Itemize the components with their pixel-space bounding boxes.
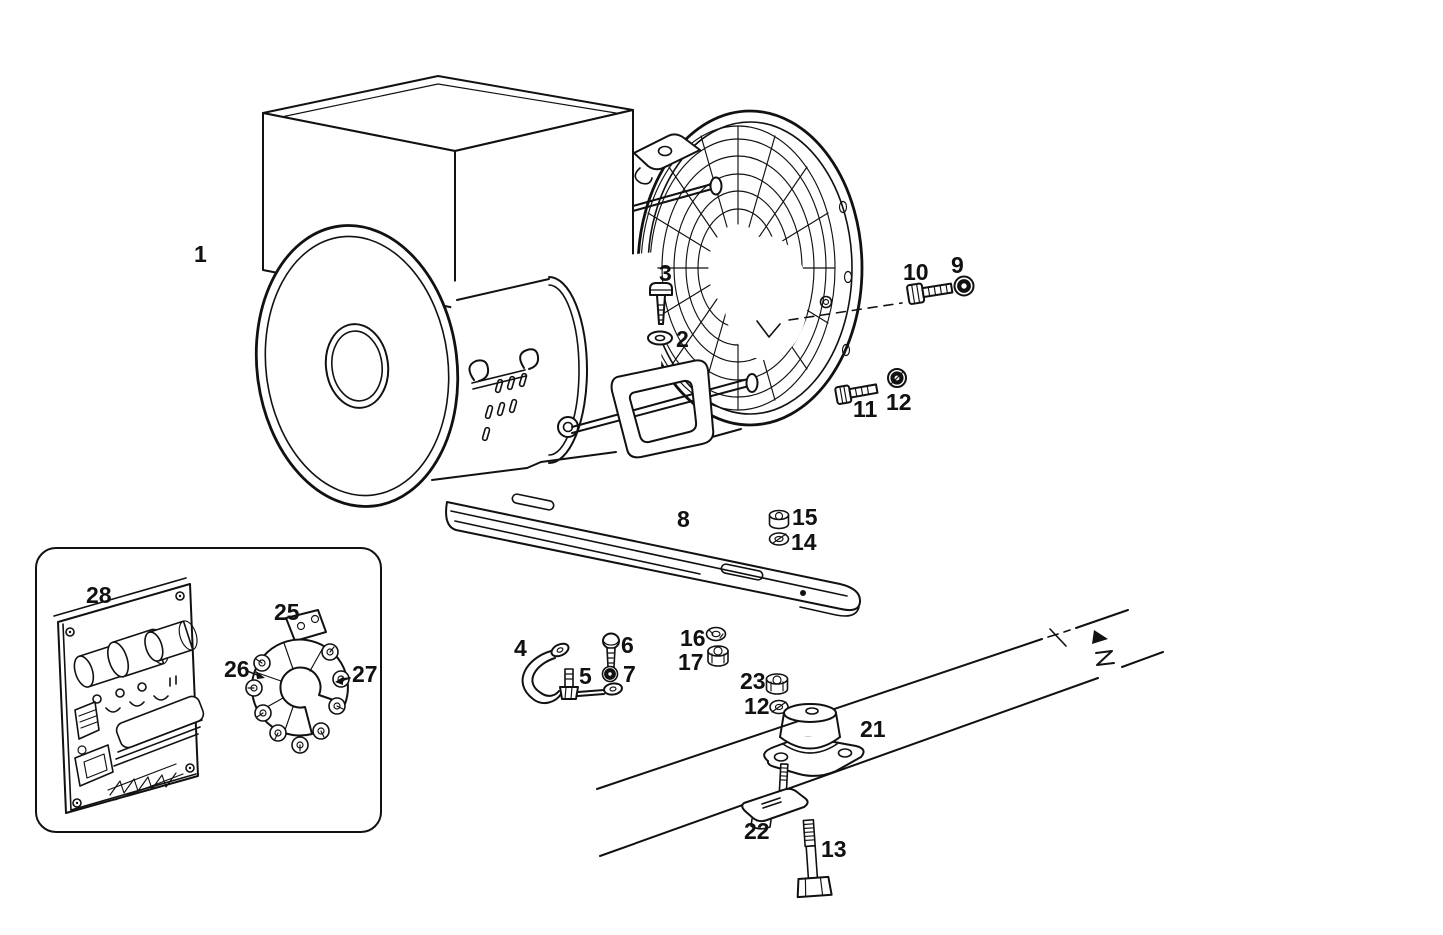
- part-label-22: 22: [744, 818, 770, 844]
- stator-strap-clips: [468, 348, 540, 390]
- washer-14: [768, 532, 790, 546]
- disc-hub-hole: [324, 323, 390, 409]
- part-label-21: 21: [860, 716, 886, 742]
- washer-12-upper: [887, 368, 907, 388]
- side-connector: [74, 701, 100, 755]
- part-label-10: 10: [903, 259, 929, 285]
- washer-7: [601, 665, 619, 683]
- earth-cable-4: [521, 642, 623, 705]
- bolt-3: [649, 282, 673, 325]
- capacitors: [73, 620, 198, 688]
- part-label-4: 4: [514, 635, 527, 661]
- part-label-11: 11: [853, 396, 878, 422]
- lifting-lug: [633, 133, 701, 185]
- regulator-board-28: [53, 577, 205, 814]
- nut-15: [768, 509, 790, 530]
- part-label-14: 14: [791, 529, 817, 555]
- part-label-1: 1: [194, 241, 207, 267]
- part-label-13: 13: [821, 836, 847, 862]
- part-label-15: 15: [792, 504, 818, 530]
- diodes: [245, 643, 350, 754]
- tie-rod-top: [632, 176, 723, 212]
- terminal-strip: [107, 763, 184, 801]
- part-label-6: 6: [621, 632, 634, 658]
- part-label-17: 17: [678, 649, 704, 675]
- bolt-13: [796, 819, 833, 899]
- part-label-2: 2: [676, 326, 689, 352]
- leader-27: [335, 677, 351, 685]
- terminal-connector: [74, 744, 114, 787]
- part-label-28: 28: [86, 582, 112, 608]
- leader-vee: [756, 320, 781, 338]
- vibration-mount-21: [763, 703, 865, 777]
- nut-9: [953, 275, 975, 297]
- generator-housing: [431, 252, 759, 486]
- part-label-27: 27: [352, 661, 378, 687]
- heatsink: [113, 695, 205, 767]
- part-label-5: 5: [579, 663, 592, 689]
- leader-dashed-line: [788, 302, 903, 321]
- inset-panel: [35, 547, 382, 833]
- part-label-16: 16: [680, 625, 706, 651]
- part-label-12b: 12: [744, 693, 770, 719]
- nut-17: [707, 645, 729, 667]
- washer-2: [647, 330, 673, 346]
- part-label-26: 26: [224, 656, 250, 682]
- part-label-12a: 12: [886, 389, 912, 415]
- bolt-10: [906, 282, 954, 305]
- part-label-23: 23: [740, 668, 766, 694]
- part-labels: 1 3 2 10 9 11 12 8 15 14 16 17 4 6 5 7 2…: [86, 241, 964, 862]
- vent-slots: [481, 372, 528, 442]
- terminal-box: [262, 75, 634, 309]
- part-label-3: 3: [659, 260, 672, 286]
- washer-12-lower: [769, 699, 789, 715]
- nut-23: [765, 673, 789, 695]
- small-components: [92, 675, 177, 713]
- rail-break-symbol: [1049, 628, 1115, 666]
- part-label-9: 9: [951, 252, 964, 278]
- bracket-22: [741, 763, 809, 830]
- rectifier-assembly-25: [245, 609, 351, 754]
- foot-bracket: [610, 359, 715, 459]
- drive-disc: [254, 224, 460, 508]
- part-label-8: 8: [677, 506, 690, 532]
- washer-16: [705, 626, 727, 642]
- mounting-rail: [445, 493, 862, 617]
- tie-rod-bottom: [571, 373, 759, 434]
- screw-6: [602, 632, 620, 668]
- bolt-5: [559, 668, 579, 700]
- part-label-7: 7: [623, 661, 636, 687]
- bolt-11: [834, 383, 879, 405]
- part-label-25: 25: [274, 599, 300, 625]
- leader-26: [246, 670, 265, 679]
